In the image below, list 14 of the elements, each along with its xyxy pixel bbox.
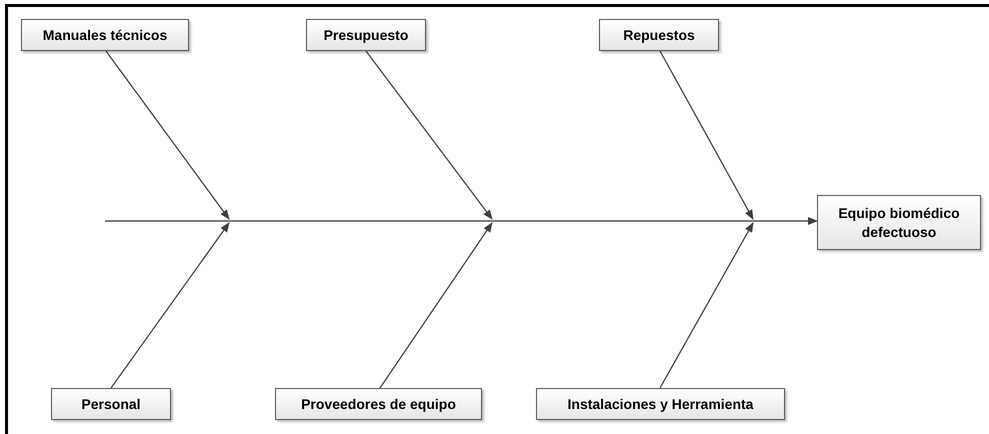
- arrow: [110, 222, 230, 388]
- arrow: [366, 50, 493, 220]
- cause-box: Presupuesto: [306, 19, 426, 51]
- arrow: [106, 50, 230, 220]
- arrow: [659, 222, 754, 388]
- cause-box: Repuestos: [599, 19, 719, 51]
- cause-box: Manuales técnicos: [21, 19, 189, 51]
- arrow: [105, 217, 818, 225]
- cause-box: Instalaciones y Herramienta: [536, 388, 785, 420]
- cause-box: Proveedores de equipo: [275, 388, 482, 420]
- arrow: [380, 222, 493, 388]
- arrow: [659, 50, 754, 220]
- effect-box: Equipo biomédico defectuoso: [817, 195, 981, 250]
- cause-box: Personal: [51, 388, 171, 420]
